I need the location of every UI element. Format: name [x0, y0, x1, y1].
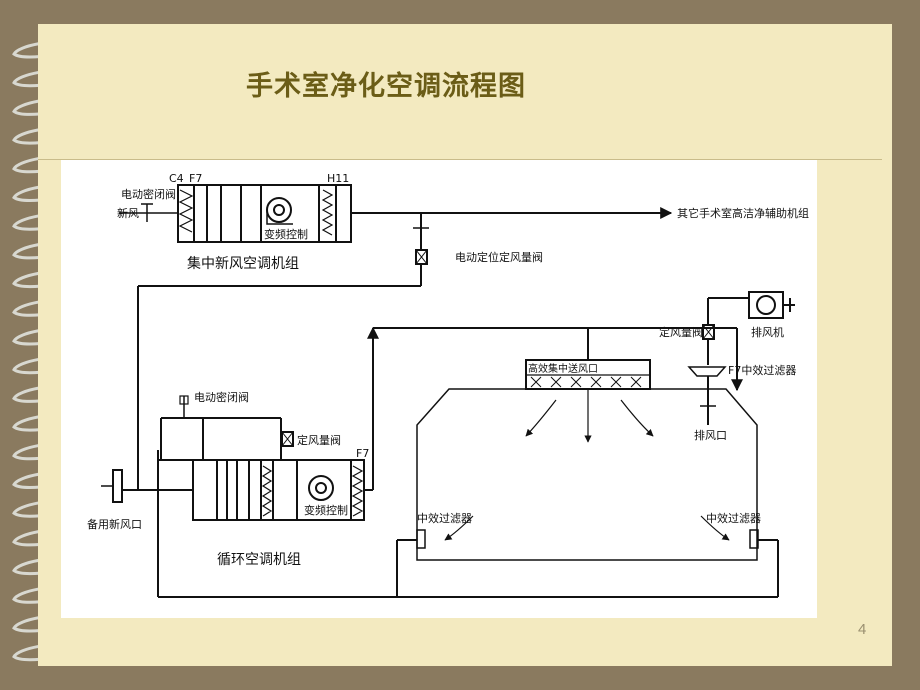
label-vfd-top: 变频控制 — [264, 227, 308, 241]
label-c4: C4 — [169, 172, 184, 185]
label-exhaust-outlet: 排风口 — [694, 428, 727, 442]
label-plenum: 高效集中送风口 — [528, 362, 598, 375]
label-backup-fresh-air: 备用新风口 — [87, 517, 142, 531]
const-damper-left — [281, 431, 294, 447]
label-motor-damper-left: 电动密闭阀 — [194, 390, 249, 404]
label-mid-filter-left: 中效过滤器 — [417, 511, 472, 525]
label-motor-const-damper: 电动定位定风量阀 — [455, 250, 543, 264]
label-f7-mid-filter: F7中效过滤器 — [728, 363, 796, 377]
label-const-damper-left: 定风量阀 — [297, 433, 341, 447]
page-number: 4 — [858, 621, 867, 638]
label-f7-recirc: F7 — [356, 447, 369, 460]
label-const-damper-right: 定风量阀 — [659, 325, 703, 339]
label-recirc-ahu-name: 循环空调机组 — [217, 552, 301, 568]
title-divider — [38, 159, 882, 160]
label-exhaust-fan: 排风机 — [751, 325, 784, 339]
fresh-air-fan-icon — [266, 197, 292, 223]
operating-room — [416, 388, 758, 561]
backup-fresh-air-grille — [112, 469, 123, 503]
hvac-flow-diagram: C4 F7 H11 电动密闭阀 新风 变频控制 集中新风空调机组 其它手术室高洁… — [61, 160, 817, 618]
label-fresh-air: 新风 — [117, 206, 139, 220]
label-motor-damper-top: 电动密闭阀 — [121, 187, 176, 201]
label-to-other-rooms: 其它手术室高洁净辅助机组 — [677, 206, 809, 220]
f7-filter-exhaust — [687, 366, 727, 377]
label-h11: H11 — [327, 172, 349, 185]
recirc-fan-icon — [308, 475, 334, 501]
label-vfd-recirc: 变频控制 — [304, 503, 348, 517]
label-mid-filter-right: 中效过滤器 — [706, 511, 761, 525]
label-f7-top: F7 — [189, 172, 202, 185]
label-fresh-ahu-name: 集中新风空调机组 — [187, 255, 299, 272]
slide-title: 手术室净化空调流程图 — [246, 71, 526, 102]
